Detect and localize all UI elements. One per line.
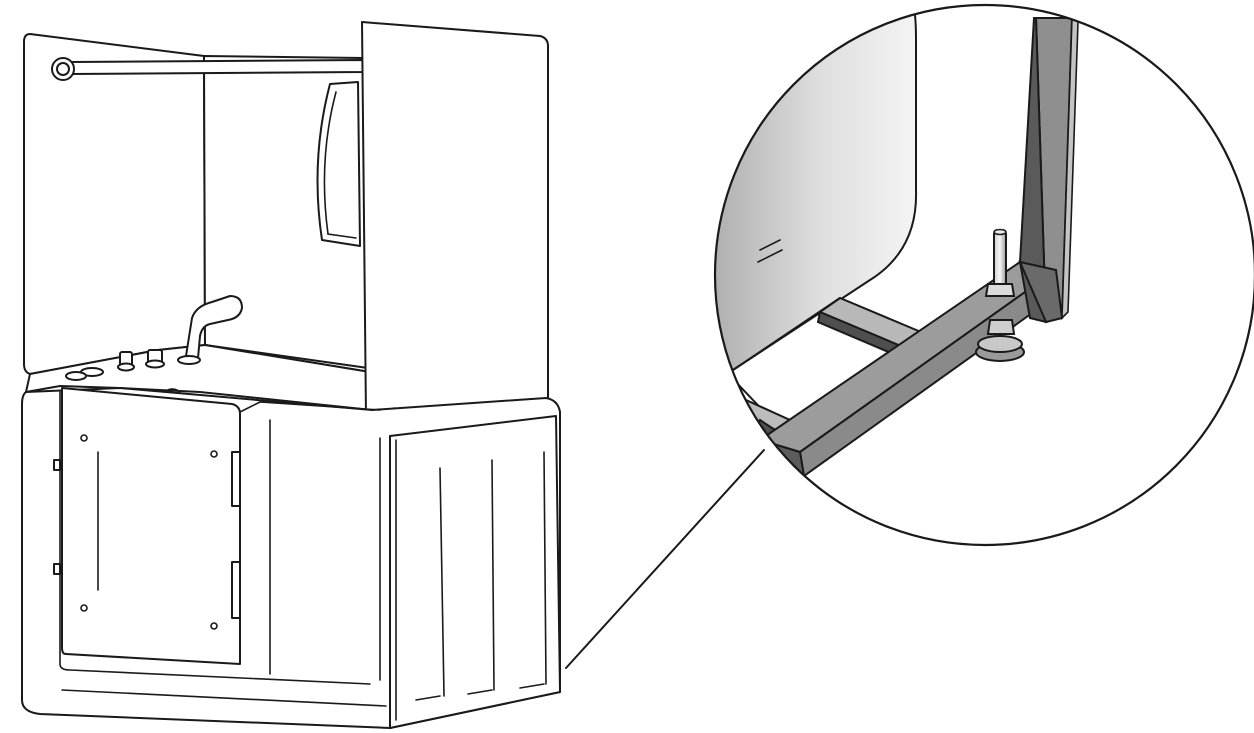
shower-rail xyxy=(51,57,365,81)
threaded-rod xyxy=(993,229,1007,291)
detail-magnifier xyxy=(713,3,1254,547)
front-panel xyxy=(239,401,381,413)
hex-nut-bottom xyxy=(986,319,1016,335)
detail-circle-outline xyxy=(713,3,1254,547)
hand-shower xyxy=(177,295,243,365)
callout-leader xyxy=(565,449,765,669)
left-wall-panel xyxy=(23,33,206,375)
control-knobs xyxy=(65,349,181,393)
leveling-foot xyxy=(975,228,1025,362)
glass-door xyxy=(361,21,549,425)
hex-nut-top xyxy=(984,283,1016,297)
deck-top xyxy=(25,344,373,411)
shower-cabinet xyxy=(21,21,561,729)
mirror xyxy=(316,81,361,247)
access-panel xyxy=(53,387,241,665)
